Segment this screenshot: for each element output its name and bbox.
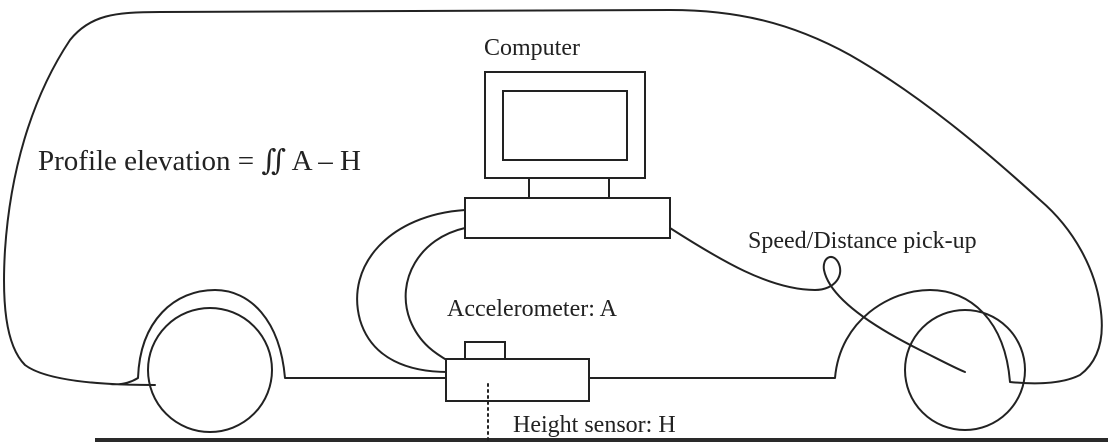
cable-left-outer <box>356 209 466 373</box>
computer-label: Computer <box>484 35 580 61</box>
speed-distance-pickup-label: Speed/Distance pick-up <box>748 228 977 254</box>
height-sensor-label: Height sensor: H <box>513 412 676 438</box>
computer-screen <box>502 90 628 161</box>
front-wheel <box>904 309 1026 431</box>
accelerometer-unit <box>464 341 506 360</box>
rear-wheel <box>147 307 273 433</box>
cable-left-inner <box>404 227 466 363</box>
accelerometer-label: Accelerometer: A <box>447 296 618 322</box>
speed-pickup-cable <box>669 227 966 373</box>
computer-base-unit <box>464 197 671 239</box>
profile-equation-label: Profile elevation = ∬ A – H <box>38 145 361 177</box>
sensor-box <box>445 358 590 402</box>
van-body-outline <box>3 9 1103 386</box>
